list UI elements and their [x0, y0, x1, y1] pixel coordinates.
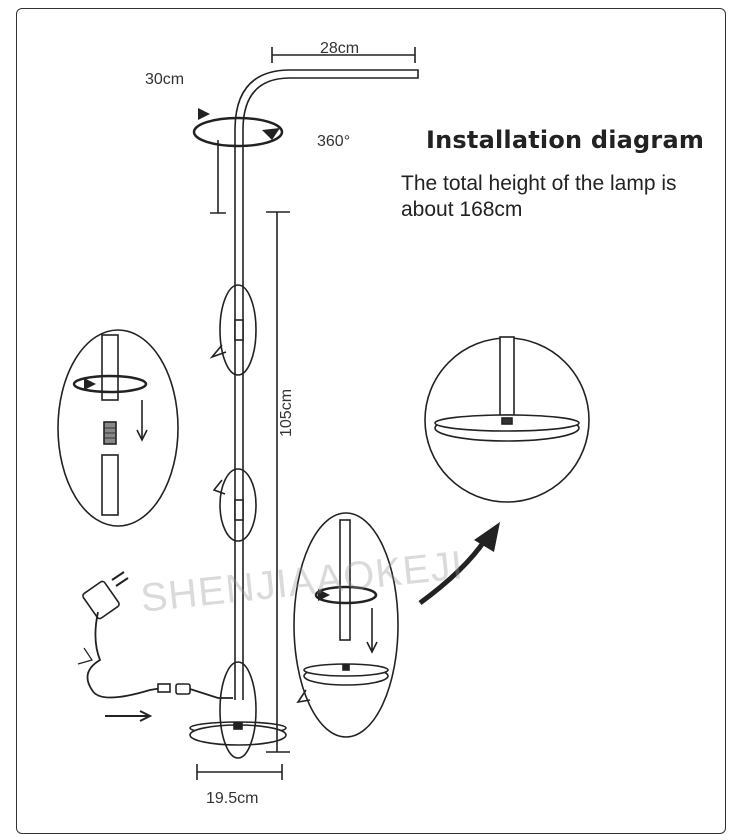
- image-border: [16, 8, 726, 834]
- base-detail-pole: [499, 336, 515, 421]
- base-attach-oval: [293, 512, 399, 738]
- diagram-title: Installation diagram: [426, 126, 705, 154]
- description-line-2: about 168cm: [401, 198, 523, 221]
- attach-rotate-arrow: [314, 585, 378, 605]
- detail-oval-middle: [219, 468, 257, 542]
- lower-pole-segment: [101, 454, 119, 516]
- rotation-arrow: [192, 116, 284, 148]
- dim-line-30: [210, 140, 226, 214]
- screw-down-arrow: [136, 400, 148, 442]
- insert-arrow: [105, 710, 153, 722]
- lamp-arm: [234, 69, 415, 700]
- base-knob: [233, 722, 243, 730]
- power-cord: [86, 611, 163, 699]
- description-line-1: The total height of the lamp is: [401, 172, 677, 195]
- lamp-head: [415, 69, 419, 79]
- attach-pole: [339, 519, 351, 641]
- base-diameter-label: 19.5cm: [206, 790, 259, 807]
- arm-width-label: 28cm: [320, 40, 360, 57]
- attach-down-arrow: [366, 608, 378, 654]
- lamp-arm-inner: [242, 77, 415, 700]
- dim-line-195: [196, 764, 283, 780]
- pole-joint-2: [234, 499, 244, 521]
- upper-pole-segment: [101, 334, 119, 401]
- screw-rotate-arrow: [72, 374, 148, 394]
- pole-height-label: 105cm: [278, 388, 295, 437]
- rotation-label: 360°: [317, 133, 351, 150]
- pole-joint-1: [234, 319, 244, 341]
- cord-connector: [175, 683, 191, 695]
- curved-arrow: [418, 538, 488, 606]
- arm-height-label: 30cm: [145, 71, 185, 88]
- detail-oval-lower: [219, 661, 257, 759]
- dim-line-28: [271, 47, 416, 63]
- screw-joint-oval: [57, 329, 179, 527]
- detail-oval-upper: [219, 284, 257, 376]
- adapter-plug: [82, 580, 120, 620]
- dim-line-105: [266, 211, 290, 753]
